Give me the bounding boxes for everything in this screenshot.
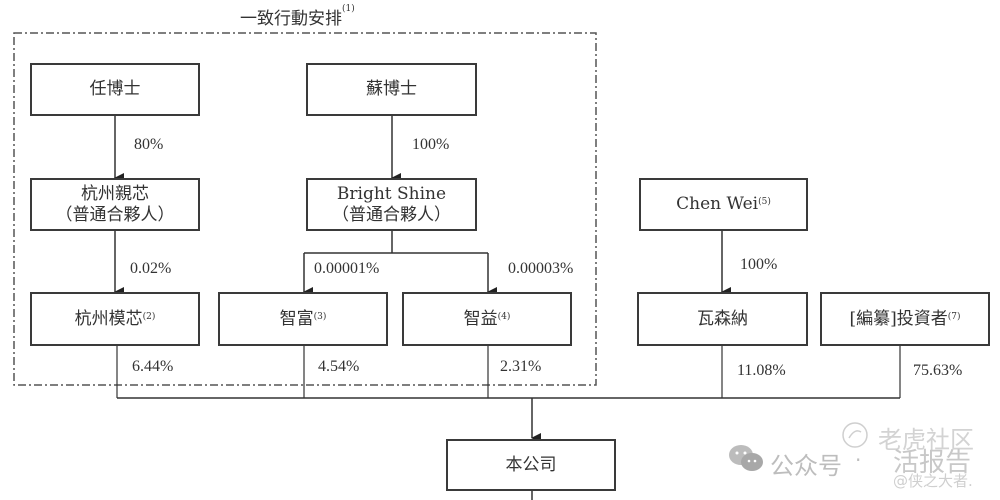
- tiger-logo-icon: [842, 422, 868, 448]
- concert-party-title-text: 一致行動安排: [240, 9, 342, 29]
- node-chen-wei: Chen Wei(5): [639, 178, 808, 231]
- node-zhifu: 智富(3): [218, 292, 388, 346]
- node-label-text: 智益: [463, 308, 498, 329]
- footnote-marker: (3): [313, 311, 327, 322]
- node-label-text: [編纂]投資者: [849, 308, 948, 329]
- footnote-marker: (5): [758, 197, 771, 207]
- node-label: Chen Wei(5): [676, 194, 771, 215]
- node-label: Bright Shine: [336, 183, 447, 204]
- watermark-dot: ·: [855, 448, 862, 472]
- node-label-text: 杭州模芯: [74, 308, 143, 329]
- node-wasenna: 瓦森納: [637, 292, 808, 346]
- node-sublabel: （普通合夥人）: [332, 204, 451, 225]
- node-label-text: Chen Wei: [676, 194, 759, 214]
- node-label: 本公司: [505, 454, 557, 475]
- watermark-community: 老虎社区: [878, 426, 974, 454]
- watermark-name: 活报告: [893, 448, 972, 478]
- node-label: [編纂]投資者(7): [849, 309, 960, 330]
- node-hangzhou-moxin: 杭州模芯(2): [30, 292, 200, 346]
- node-label: 蘇博士: [366, 79, 417, 99]
- node-dr-su: 蘇博士: [306, 63, 477, 116]
- pct-wasenna-company: 11.08%: [737, 362, 786, 379]
- footnote-marker: (1): [342, 4, 355, 14]
- watermark-wechat-label: 公众号: [770, 452, 842, 480]
- pct-chenwei-wasenna: 100%: [740, 256, 778, 273]
- footnote-marker: (2): [142, 311, 156, 322]
- pct-qinxin-moxin: 0.02%: [130, 260, 172, 277]
- node-label: 瓦森納: [697, 308, 748, 329]
- node-label-text: 智富: [279, 308, 314, 329]
- concert-party-title: 一致行動安排(1): [240, 4, 355, 29]
- footnote-marker: (4): [497, 311, 511, 322]
- node-label: 智富(3): [280, 309, 327, 330]
- node-label: 任博士: [89, 79, 141, 99]
- node-bright-shine: Bright Shine （普通合夥人）: [306, 178, 477, 231]
- concert-party-boundary: [13, 32, 597, 386]
- pct-ren-qinxin: 80%: [134, 136, 164, 153]
- wechat-icon: [729, 445, 763, 471]
- pct-su-brightshine: 100%: [412, 136, 450, 153]
- node-label: 杭州親芯: [81, 183, 149, 204]
- node-label: 智益(4): [464, 309, 511, 330]
- node-company: 本公司: [446, 439, 616, 491]
- node-label: 杭州模芯(2): [75, 309, 156, 330]
- pct-zhifu-company: 4.54%: [318, 358, 360, 375]
- node-investors: [編纂]投資者(7): [820, 292, 990, 346]
- watermark-handle: @侠之大者.: [893, 472, 973, 490]
- node-zhiyi: 智益(4): [402, 292, 572, 346]
- node-dr-ren: 任博士: [30, 63, 200, 116]
- pct-investors-company: 75.63%: [913, 362, 963, 379]
- node-hangzhou-qinxin: 杭州親芯 （普通合夥人）: [30, 178, 200, 231]
- footnote-marker: (7): [947, 311, 961, 322]
- node-sublabel: （普通合夥人）: [55, 204, 175, 225]
- pct-moxin-company: 6.44%: [132, 358, 174, 375]
- pct-brightshine-zhifu: 0.00001%: [314, 260, 380, 277]
- pct-zhiyi-company: 2.31%: [500, 358, 542, 375]
- pct-brightshine-zhiyi: 0.00003%: [508, 260, 574, 277]
